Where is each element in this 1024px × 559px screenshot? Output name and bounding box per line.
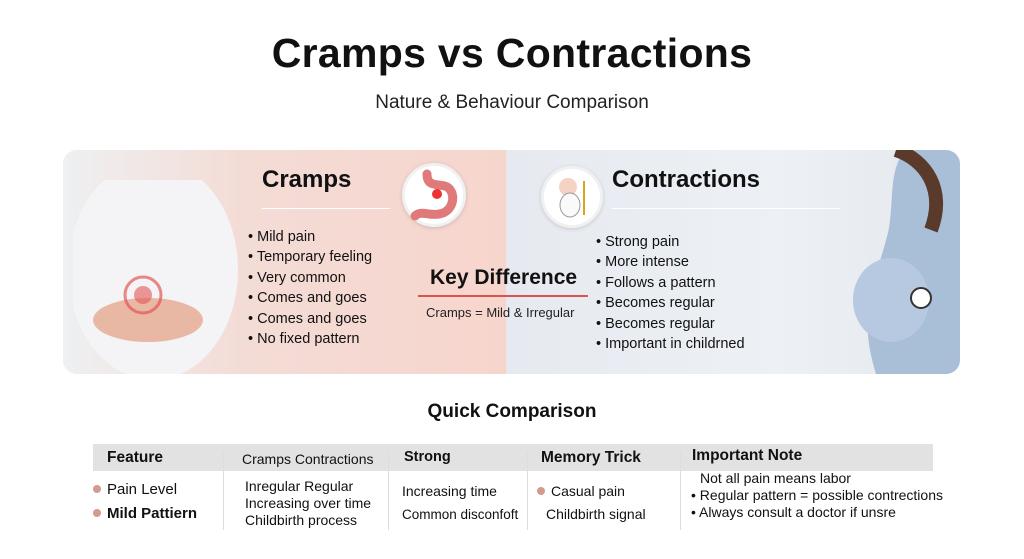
table-cell: Increasing over time	[245, 495, 372, 511]
baby-icon	[541, 166, 603, 228]
key-difference-underline	[418, 295, 588, 297]
important-note-column: Not all pain means labor • Regular patte…	[691, 470, 943, 521]
list-item: Becomes regular	[596, 314, 745, 334]
cramps-contractions-column: Inregular Regular Increasing over time C…	[245, 478, 371, 529]
list-item: Comes and goes	[248, 309, 372, 329]
table-cell: Mild Pattiern	[93, 502, 197, 526]
key-difference-heading: Key Difference	[430, 266, 578, 289]
pregnant-woman-illustration	[853, 150, 960, 374]
stomach-icon	[402, 163, 466, 227]
column-divider	[680, 452, 681, 530]
table-cell: Inregular Regular	[245, 478, 354, 494]
table-cell: • Always consult a doctor if unsre	[691, 504, 896, 520]
contractions-list: Strong pain More intense Follows a patte…	[596, 232, 745, 354]
list-item: Strong pain	[596, 232, 745, 252]
table-cell: Pain Level	[93, 478, 197, 502]
cramps-heading: Cramps	[262, 166, 352, 193]
bullet-dot-icon	[537, 487, 545, 495]
header-important-note: Important Note	[692, 447, 803, 464]
quick-comparison-heading: Quick Comparison	[427, 401, 597, 422]
table-cell: Increasing time	[402, 483, 497, 499]
page-title: Cramps vs Contractions	[271, 30, 753, 76]
list-item: Important in childrned	[596, 334, 744, 354]
cramps-divider	[262, 208, 390, 209]
header-feature: Feature	[107, 449, 163, 466]
header-memory-trick: Memory Trick	[541, 449, 641, 466]
table-cell: Not all pain means labor	[700, 470, 851, 486]
page-subtitle: Nature & Behaviour Comparison	[375, 92, 649, 113]
list-item: Follows a pattern	[596, 273, 745, 293]
cramps-list: Mild pain Temporary feeling Very common …	[248, 227, 372, 349]
column-divider	[527, 452, 528, 530]
list-item: Temporary feeling	[248, 247, 372, 267]
strong-column: Increasing time Common disconfoft	[402, 480, 518, 526]
header-strong: Strong	[404, 449, 451, 465]
list-item: Becomes regular	[596, 293, 745, 313]
key-difference-text: Cramps = Mild & Irregular	[426, 305, 575, 320]
list-item: No fixed pattern	[248, 329, 372, 349]
bullet-dot-icon	[93, 485, 101, 493]
feature-column: Pain Level Mild Pattiern	[93, 478, 197, 526]
header-cramps-contractions: Cramps Contractions	[242, 451, 374, 467]
table-cell: Common disconfoft	[402, 507, 519, 522]
table-cell: Childbirth signal	[546, 506, 646, 522]
comparison-panel	[63, 150, 960, 374]
list-item: Very common	[248, 268, 372, 288]
bullet-dot-icon	[93, 509, 101, 517]
contractions-heading: Contractions	[612, 166, 761, 193]
column-divider	[388, 452, 389, 530]
table-cell: Childbirth process	[245, 512, 358, 528]
contractions-divider	[612, 208, 840, 209]
list-item: Comes and goes	[248, 288, 372, 308]
table-header	[93, 444, 933, 471]
column-divider	[223, 452, 224, 530]
memory-trick-column: Casual pain Childbirth signal	[537, 480, 646, 526]
list-item: Mild pain	[248, 227, 372, 247]
table-cell: • Regular pattern = possible contrection…	[691, 487, 943, 503]
woman-holding-stomach-illustration	[73, 180, 238, 374]
table-cell: Casual pain	[537, 480, 646, 503]
list-item: More intense	[596, 252, 745, 272]
